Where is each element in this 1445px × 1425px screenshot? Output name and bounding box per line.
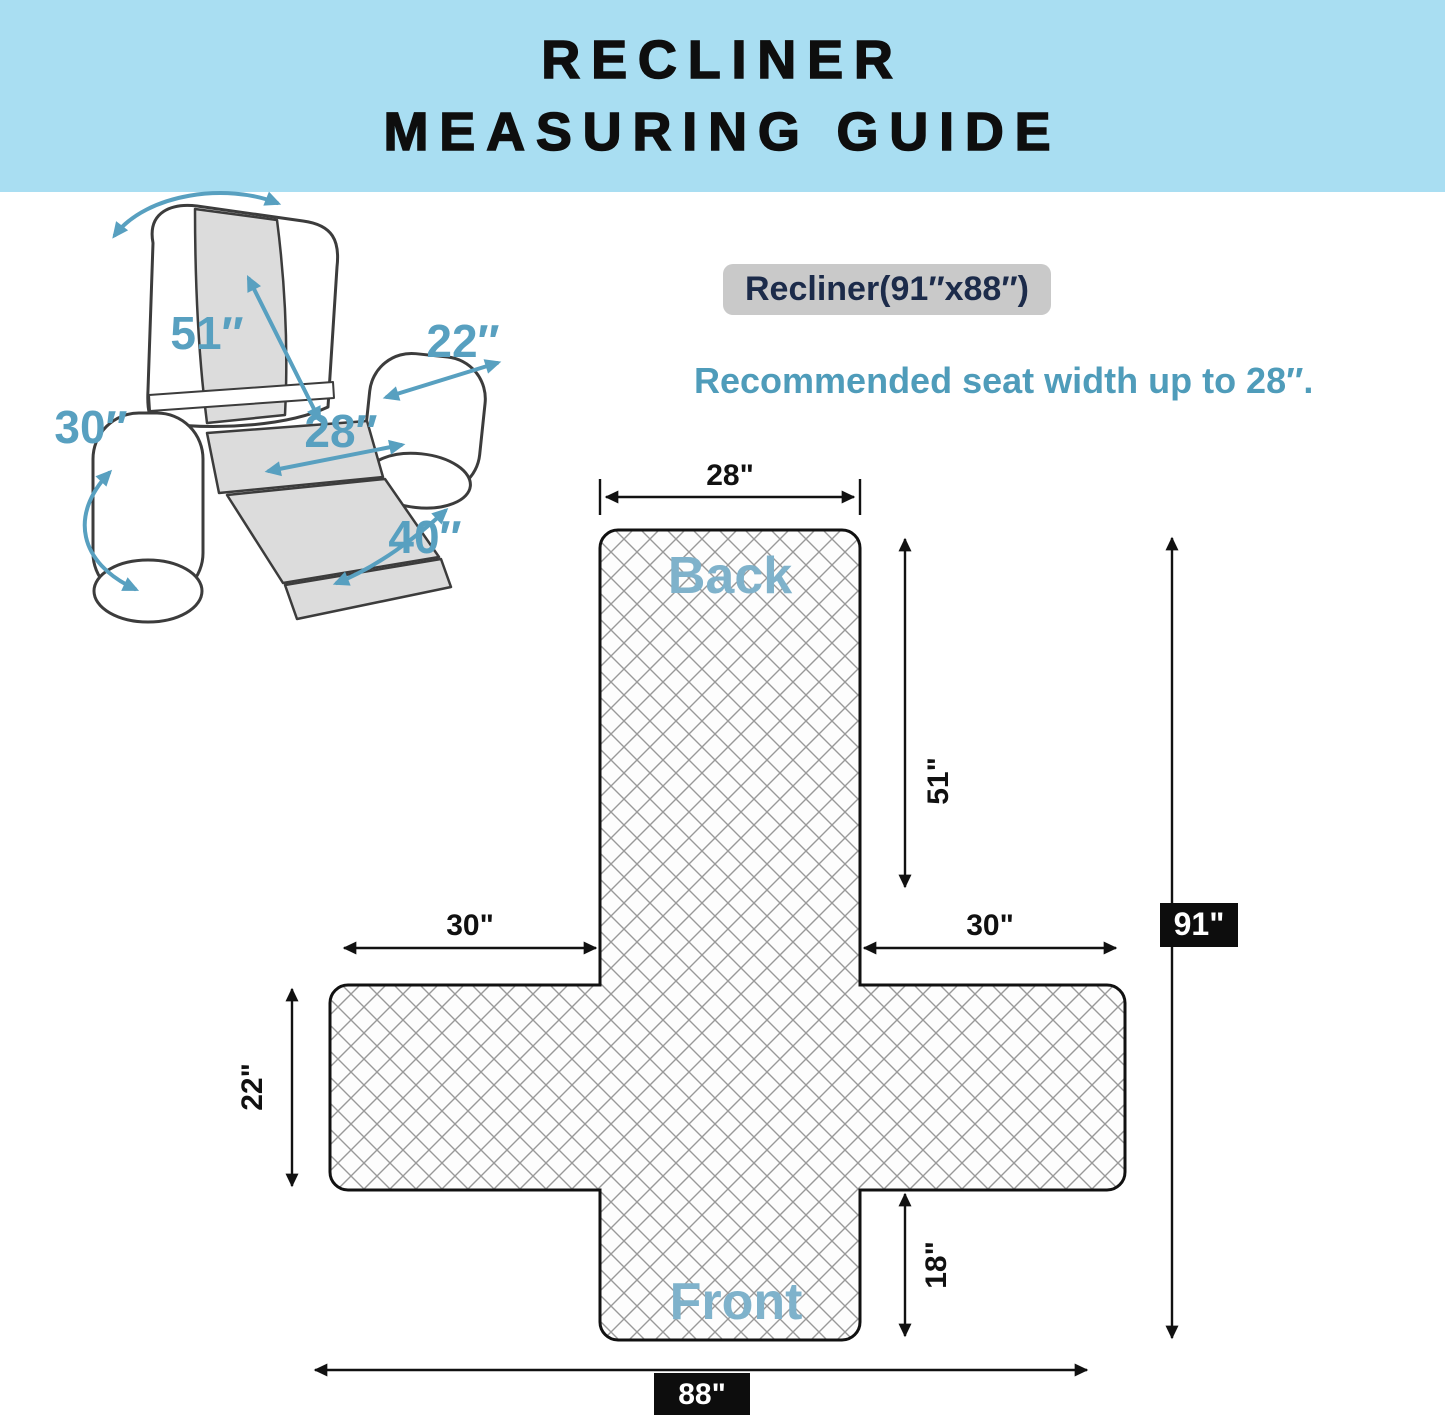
guide-title-line1: RECLINER bbox=[541, 29, 904, 91]
dim-front-drop-label: 18" bbox=[920, 1241, 953, 1289]
chair-footrest-label: 40″ bbox=[388, 511, 461, 563]
cover-dimension-diagram: Back Front 28" 51" 30" 30" 22" 18" 91" 8… bbox=[236, 459, 1238, 1415]
header-banner: RECLINER MEASURING GUIDE bbox=[0, 0, 1445, 192]
footrest-length-arrow bbox=[332, 507, 449, 586]
dim-top-width-label: 28" bbox=[706, 459, 754, 492]
product-size-label: Recliner(91″x88″) bbox=[723, 264, 1051, 315]
chair-back-height-label: 51″ bbox=[170, 307, 243, 359]
front-zone-label: Front bbox=[670, 1273, 803, 1331]
back-height-arrow bbox=[246, 274, 322, 424]
total-width-badge bbox=[654, 1373, 750, 1415]
dim-left-arm-label: 30" bbox=[446, 909, 494, 942]
total-length-badge bbox=[1160, 903, 1238, 947]
seat-width-recommendation: Recommended seat width up to 28″. bbox=[694, 360, 1314, 401]
guide-title-line2: MEASURING GUIDE bbox=[383, 101, 1062, 163]
recliner-illustration: 51″ 22″ 28″ 30″ 40″ bbox=[54, 191, 502, 624]
back-zone-label: Back bbox=[668, 547, 792, 605]
chair-seat-width-label: 28″ bbox=[304, 405, 377, 457]
total-width-label: 88" bbox=[678, 1378, 726, 1411]
dim-arm-height-label: 22" bbox=[236, 1063, 269, 1111]
seat-width-arrow bbox=[264, 439, 406, 477]
arm-length-arrow bbox=[382, 359, 502, 401]
dim-right-arm-label: 30" bbox=[966, 909, 1014, 942]
dim-back-length-label: 51" bbox=[922, 757, 955, 805]
recline-motion-arrow bbox=[112, 191, 282, 239]
chair-arm-wrap-label: 30″ bbox=[54, 401, 127, 453]
cover-outline bbox=[328, 528, 1127, 1342]
total-length-label: 91" bbox=[1174, 906, 1225, 942]
arm-wrap-arrow bbox=[82, 469, 140, 591]
chair-arm-length-label: 22″ bbox=[426, 315, 499, 367]
